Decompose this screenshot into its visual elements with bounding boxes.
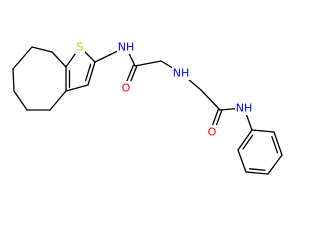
- atom-label-bg: [117, 40, 135, 54]
- bond-C17-C18-inner: [248, 168, 266, 171]
- atom-label-bg: [121, 81, 131, 95]
- atom-label-s: S: [77, 41, 84, 54]
- bond-C8-C1: [12, 46, 33, 70]
- atom-label-bg: [235, 101, 253, 115]
- bond-C15-C16: [237, 129, 253, 151]
- bond-C17-C18: [245, 171, 269, 175]
- bond-C15-C16-inner: [242, 134, 254, 150]
- bond-C20-C15: [251, 129, 275, 133]
- molecule-diagram: S NH O NH O NH: [12, 40, 283, 175]
- atom-label-n1: NH: [118, 41, 135, 54]
- bond-C2-C3: [13, 90, 28, 111]
- atom-label-layer: S NH O NH O NH: [75, 40, 253, 139]
- bond-C18-C19: [267, 154, 283, 175]
- atom-label-bg: [207, 125, 217, 139]
- atom-label-o1: O: [122, 82, 131, 95]
- bond-C13-C14: [200, 89, 221, 111]
- bond-C19-C20: [273, 131, 283, 156]
- atom-label-n2: NH: [173, 67, 190, 80]
- bond-C9-C10: [87, 61, 96, 86]
- bond-C4-C5: [49, 90, 67, 111]
- bond-C7-C8: [31, 46, 53, 53]
- bond-C19-C20-inner: [271, 135, 279, 154]
- bond-C9-C10-inner: [85, 63, 92, 82]
- atom-label-n3: NH: [236, 102, 253, 115]
- atom-label-bg: [75, 40, 85, 54]
- bond-C5-C9: [65, 84, 89, 92]
- bond-C1-C2: [12, 68, 15, 92]
- bond-C11-C12: [134, 60, 162, 67]
- bond-C16-C17: [237, 149, 247, 173]
- bond-C6-C7: [51, 51, 67, 68]
- atom-label-o2: O: [208, 126, 217, 139]
- atom-label-bg: [172, 66, 190, 80]
